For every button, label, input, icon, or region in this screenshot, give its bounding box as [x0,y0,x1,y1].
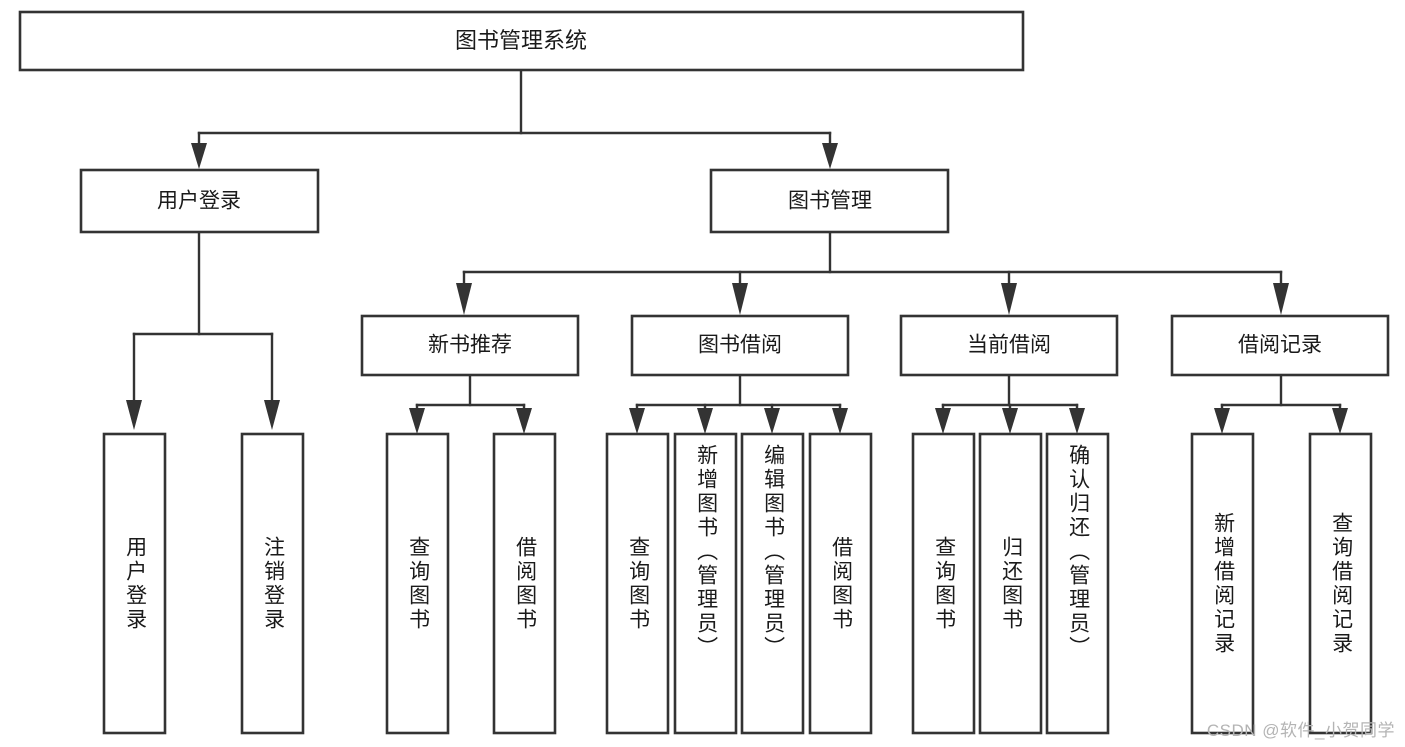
connector-group-new-book-recommend [409,373,532,434]
node-box-leaf-query-book-2[interactable] [605,432,670,735]
node-box-leaf-add-record[interactable] [1190,432,1255,735]
connector-group-book-borrow [629,373,848,434]
node-box-current-borrow[interactable] [899,314,1119,377]
arrow-head-leaf-borrow-book-1 [516,408,532,434]
node-label-book-borrow: 图书借阅 [698,334,782,357]
node-box-borrow-record[interactable] [1170,314,1390,377]
node-box-leaf-borrow-book-1[interactable] [492,432,557,735]
connector-group-borrow-record [1214,373,1348,434]
connector-group-root [191,68,838,169]
node-box-leaf-confirm-return[interactable] [1045,432,1110,735]
node-label-user-login: 用户登录 [157,190,241,213]
arrow-head-leaf-edit-book [764,408,780,434]
node-box-leaf-return-book[interactable] [978,432,1043,735]
arrow-head-leaf-user-logout [264,400,280,430]
node-label-borrow-record: 借阅记录 [1238,334,1322,357]
node-label-current-borrow: 当前借阅 [967,334,1051,357]
node-box-leaf-query-book-1[interactable] [385,432,450,735]
arrow-head-user-login [191,143,207,169]
arrow-head-book-management [822,143,838,169]
node-box-user-login[interactable] [79,168,320,234]
watermark-text: CSDN @软件_小贺同学 [1206,721,1395,740]
node-box-leaf-edit-book[interactable] [740,432,805,735]
connector-group-book-management [456,230,1289,315]
node-label-root: 图书管理系统 [455,28,587,53]
node-box-leaf-query-book-3[interactable] [911,432,976,735]
arrow-head-leaf-user-login [126,400,142,430]
node-box-book-management[interactable] [709,168,950,234]
node-box-leaf-user-logout[interactable] [240,432,305,735]
arrow-head-book-borrow [732,283,748,315]
arrow-head-leaf-query-record [1332,408,1348,434]
node-label-book-management: 图书管理 [788,190,872,213]
node-box-root[interactable] [18,10,1025,72]
node-label-new-book-recommend: 新书推荐 [428,334,512,357]
connector-group-user-login [126,230,280,430]
node-box-book-borrow[interactable] [630,314,850,377]
arrow-head-borrow-record [1273,283,1289,315]
node-box-leaf-borrow-book-2[interactable] [808,432,873,735]
node-box-leaf-add-book[interactable] [673,432,738,735]
arrow-head-leaf-return-book [1002,408,1018,434]
arrow-head-leaf-query-book-1 [409,408,425,434]
node-box-leaf-query-record[interactable] [1308,432,1373,735]
arrow-head-leaf-confirm-return [1069,408,1085,434]
node-box-leaf-user-login[interactable] [102,432,167,735]
arrow-head-current-borrow [1001,283,1017,315]
arrow-head-leaf-query-book-2 [629,408,645,434]
arrow-head-leaf-add-book [697,408,713,434]
arrow-head-leaf-add-record [1214,408,1230,434]
connector-group-current-borrow [935,373,1085,434]
arrow-head-leaf-borrow-book-2 [832,408,848,434]
node-box-new-book-recommend[interactable] [360,314,580,377]
arrow-head-new-book-recommend [456,283,472,315]
arrow-head-leaf-query-book-3 [935,408,951,434]
